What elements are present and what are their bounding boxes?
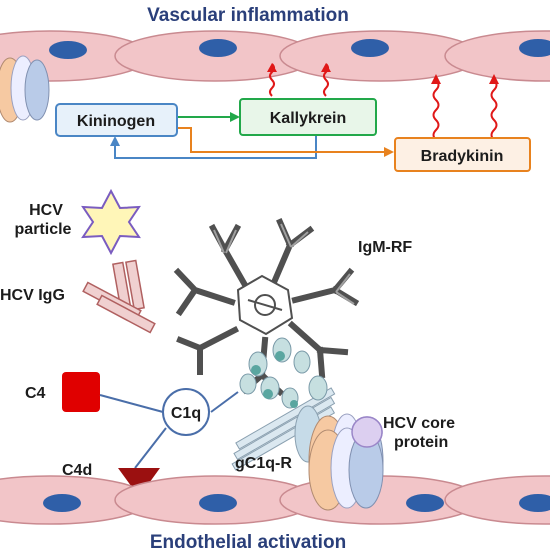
hcv-igg-label: HCV IgG [0, 287, 65, 304]
top-title: Vascular inflammation [147, 5, 349, 26]
cell-nucleus [406, 494, 444, 512]
complement-links [99, 391, 239, 469]
hcv-core-label-line1: HCV core [383, 415, 455, 432]
square-icon [62, 372, 100, 412]
arrowhead-icon [384, 147, 394, 157]
bottom-endothelial-layer [0, 475, 550, 525]
hcv-particle-label-line1: HCV [29, 202, 63, 219]
box-bradykinin: Bradykinin [394, 137, 531, 172]
pathway-arrows [110, 112, 394, 159]
pentamer-antibody-icon [173, 218, 360, 397]
box-kallykrein: Kallykrein [239, 98, 377, 136]
link-c4-c1q [99, 394, 164, 413]
arrow-kallykrein-to-kininogen [114, 135, 317, 159]
bottom-title: Endothelial activation [150, 532, 346, 550]
arrowhead-icon [267, 63, 277, 72]
arrowhead-icon [321, 63, 331, 72]
box-kininogen: Kininogen [55, 103, 178, 137]
bottom-receptor-overlay-icon [308, 416, 384, 511]
cell-nucleus [49, 41, 87, 59]
box-kininogen-label: Kininogen [77, 113, 155, 130]
endothelial-cell [444, 475, 550, 525]
wavy-arrow-icon [490, 79, 498, 141]
c4-label: C4 [25, 385, 46, 402]
box-bradykinin-label: Bradykinin [421, 148, 504, 165]
arrow-to-bradykinin [177, 127, 385, 153]
cell-nucleus [351, 39, 389, 57]
cell-nucleus [199, 494, 237, 512]
gc1q-r-label: gC1q-R [235, 455, 292, 472]
igm-arm [287, 320, 349, 379]
igm-arm [291, 267, 360, 307]
box-kallykrein-label: Kallykrein [270, 110, 346, 127]
triangle-icon [118, 468, 160, 497]
star-icon [81, 188, 141, 256]
igm-arm [173, 267, 236, 317]
c1q-label: C1q [171, 405, 201, 422]
arrowhead-icon [110, 136, 120, 146]
inflammation-signals [267, 63, 499, 141]
c4d-label: C4d [62, 462, 92, 479]
hcv-particle-label-line2: particle [15, 221, 72, 238]
wavy-arrow-icon [432, 79, 440, 141]
cell-nucleus [199, 39, 237, 57]
arrowhead-icon [431, 74, 441, 84]
igm-arm [271, 218, 315, 284]
c1q-circle-icon [162, 388, 210, 436]
link-c1q-receptor [210, 391, 239, 413]
arrowhead-icon [489, 74, 499, 84]
cell-nucleus [519, 494, 550, 512]
cell-nucleus [43, 494, 81, 512]
cell-nucleus [519, 39, 550, 57]
igm-rf-label: IgM-RF [358, 239, 412, 256]
arrowhead-icon [230, 112, 240, 122]
hcv-core-label-line2: protein [394, 434, 448, 451]
y-antibody-icon [82, 259, 156, 334]
top-receptor-icon [0, 55, 50, 123]
top-endothelial-layer [0, 30, 550, 82]
igm-arm [176, 325, 240, 375]
link-c1q-c4d [134, 427, 167, 469]
